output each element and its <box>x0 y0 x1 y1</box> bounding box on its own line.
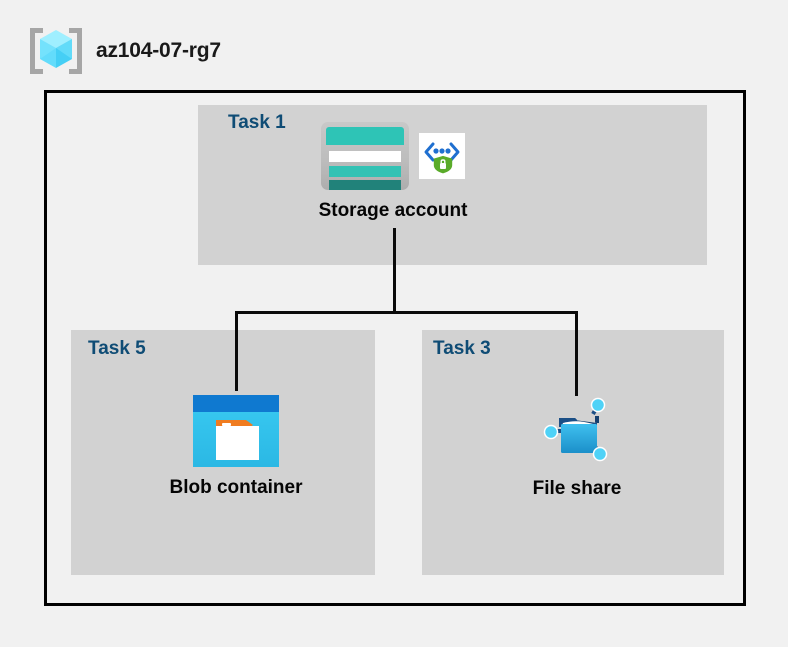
task-label-1: Task 1 <box>228 112 286 133</box>
storage-bar-white <box>329 151 401 162</box>
node-file-share[interactable]: File share <box>498 392 656 500</box>
diagram-frame <box>44 90 746 606</box>
connector-horizontal-bus <box>235 311 578 314</box>
storage-account-icon <box>321 122 409 190</box>
blob-container-label: Blob container <box>169 477 303 498</box>
task-group-box-1 <box>198 105 707 265</box>
storage-bar-dark <box>329 180 401 190</box>
storage-bar-mid <box>329 166 401 177</box>
connector-branch-blob-container <box>235 311 238 391</box>
blob-tag-decoration <box>216 420 253 431</box>
file-share-icon-group <box>537 392 617 468</box>
connector-trunk <box>393 228 396 314</box>
blob-tag-hole-decoration <box>222 423 231 426</box>
resource-group-cube-icon <box>30 26 82 76</box>
blob-container-icon-group <box>193 395 279 467</box>
bracket-right-decoration <box>69 28 82 74</box>
blob-titlebar-decoration <box>193 395 279 412</box>
blob-document-decoration <box>216 426 259 460</box>
task-label-3: Task 3 <box>433 338 491 359</box>
blob-container-icon <box>193 395 279 467</box>
storage-bar-header <box>326 127 404 145</box>
storage-account-label: Storage account <box>318 200 468 221</box>
resource-group-header: az104-07-rg7 <box>30 26 221 76</box>
task-label-5: Task 5 <box>88 338 146 359</box>
private-endpoint-icon <box>419 133 465 179</box>
node-blob-container[interactable]: Blob container <box>155 395 317 499</box>
bracket-left-decoration <box>30 28 43 74</box>
file-share-label: File share <box>532 478 622 499</box>
resource-group-name: az104-07-rg7 <box>96 39 221 62</box>
storage-account-icon-group <box>321 122 465 190</box>
connector-branch-file-share <box>575 311 578 396</box>
file-share-icon <box>537 392 617 468</box>
node-storage-account[interactable]: Storage account <box>280 122 506 222</box>
